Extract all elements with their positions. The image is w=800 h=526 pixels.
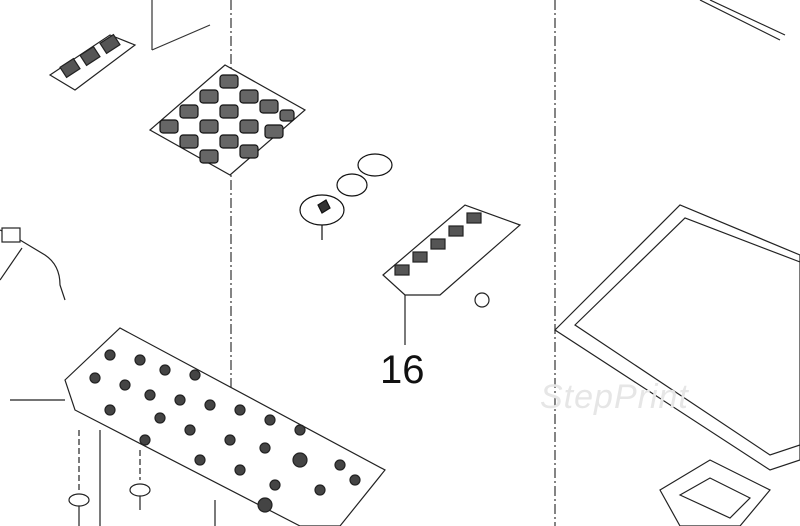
navigation-buttons xyxy=(299,153,393,240)
watermark: StepPrint xyxy=(540,378,689,416)
side-keypad-part-16 xyxy=(382,204,522,345)
screws xyxy=(68,430,151,526)
lcd-display-panel xyxy=(554,0,800,471)
cable-connector xyxy=(0,227,66,301)
keypad-circuit-board xyxy=(10,327,386,526)
main-rubber-keypad xyxy=(148,64,307,176)
part-callout-number: 16 xyxy=(380,348,425,392)
small-keypad-top-left xyxy=(48,33,137,91)
flex-cable-bottom xyxy=(659,459,771,526)
small-screw-part xyxy=(474,292,490,308)
